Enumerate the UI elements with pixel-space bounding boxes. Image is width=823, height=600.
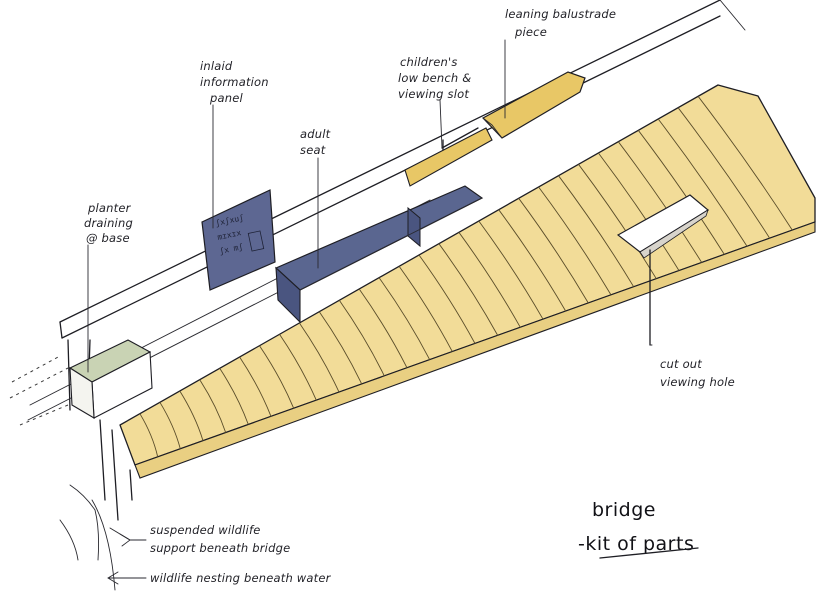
title-block: bridge -kit of parts — [578, 499, 699, 559]
deck-plank-line — [219, 368, 249, 425]
annotation-info-panel: inlaid information panel — [200, 59, 269, 105]
information-panel: ʃxʃxuʃ mɪxɪx ʃx mʃ — [201, 189, 276, 291]
label-inlaid: inlaid — [200, 59, 233, 73]
viewing-hole — [616, 194, 710, 346]
label-leaning-balustrade: leaning balustrade — [505, 7, 616, 21]
deck-plank-line — [259, 345, 295, 409]
deck-plank-line — [438, 243, 499, 336]
label-viewing-hole: viewing hole — [660, 375, 735, 389]
deck-plank-line — [458, 232, 521, 328]
planter — [68, 339, 153, 419]
label-draining: draining — [84, 216, 133, 230]
childrens-bench — [404, 127, 493, 187]
adult-seat — [274, 185, 484, 324]
deck-plank-line — [498, 209, 567, 312]
deck-plank-line — [299, 322, 340, 393]
label-seat: seat — [300, 143, 326, 157]
label-panel: panel — [209, 91, 244, 105]
deck-plank-line — [159, 402, 181, 449]
deck-plank-line — [338, 300, 385, 377]
annotation-wildlife: suspended wildlife support beneath bridg… — [150, 523, 332, 585]
deck-plank-line — [538, 186, 612, 296]
deck-plank-line — [637, 130, 725, 255]
deck-fascia — [134, 221, 816, 479]
deck-plank-line — [478, 220, 544, 320]
deck-plank-line — [697, 96, 793, 231]
deck-plank-line — [358, 288, 408, 369]
deck-plank-line — [558, 175, 635, 288]
deck-plank-line — [239, 356, 272, 417]
deck-plank-line — [398, 266, 453, 352]
label-information: information — [200, 75, 269, 89]
label-planter: planter — [87, 201, 132, 215]
deck-plank-line — [578, 164, 657, 279]
annotation-planter: planter draining @ base — [84, 201, 133, 245]
label-adult: adult — [300, 127, 331, 141]
label-viewing-slot: viewing slot — [398, 87, 469, 101]
title-bridge: bridge — [592, 499, 656, 521]
deck-plank-line — [378, 277, 431, 360]
wildlife-supports — [59, 419, 133, 591]
label-low-bench: low bench & — [398, 71, 471, 85]
deck-plank-line — [418, 254, 476, 344]
annotation-adult-seat: adult seat — [300, 127, 331, 157]
deck-plank-line — [617, 141, 703, 263]
deck-plank-line — [279, 334, 317, 401]
label-childrens: children's — [400, 55, 458, 69]
annotation-childrens-bench: children's low bench & viewing slot — [398, 55, 471, 101]
deck-plank-line — [518, 198, 589, 304]
deck-planks — [139, 96, 793, 457]
deck-plank-line — [179, 390, 204, 441]
deck-group — [119, 84, 816, 479]
deck-plank-line — [318, 311, 363, 385]
leader-lines — [87, 39, 653, 585]
deck-plank-line — [657, 118, 748, 247]
label-wildlife-nesting: wildlife nesting beneath water — [150, 571, 332, 585]
annotation-leaning-balustrade: leaning balustrade piece — [505, 7, 616, 39]
label-support-beneath-bridge: support beneath bridge — [150, 541, 290, 555]
label-at-base: @ base — [86, 231, 130, 245]
deck-plank-line — [199, 379, 227, 433]
label-balustrade-piece: piece — [514, 25, 547, 39]
label-cut-out: cut out — [660, 357, 702, 371]
deck-plank-line — [677, 107, 771, 239]
deck-plank-line — [598, 152, 680, 271]
label-suspended-wildlife: suspended wildlife — [150, 523, 260, 537]
deck-plank-line — [139, 413, 159, 457]
leaning-balustrade — [482, 71, 586, 139]
title-kit-of-parts: -kit of parts — [578, 533, 694, 555]
annotation-viewing-hole: cut out viewing hole — [660, 357, 735, 389]
